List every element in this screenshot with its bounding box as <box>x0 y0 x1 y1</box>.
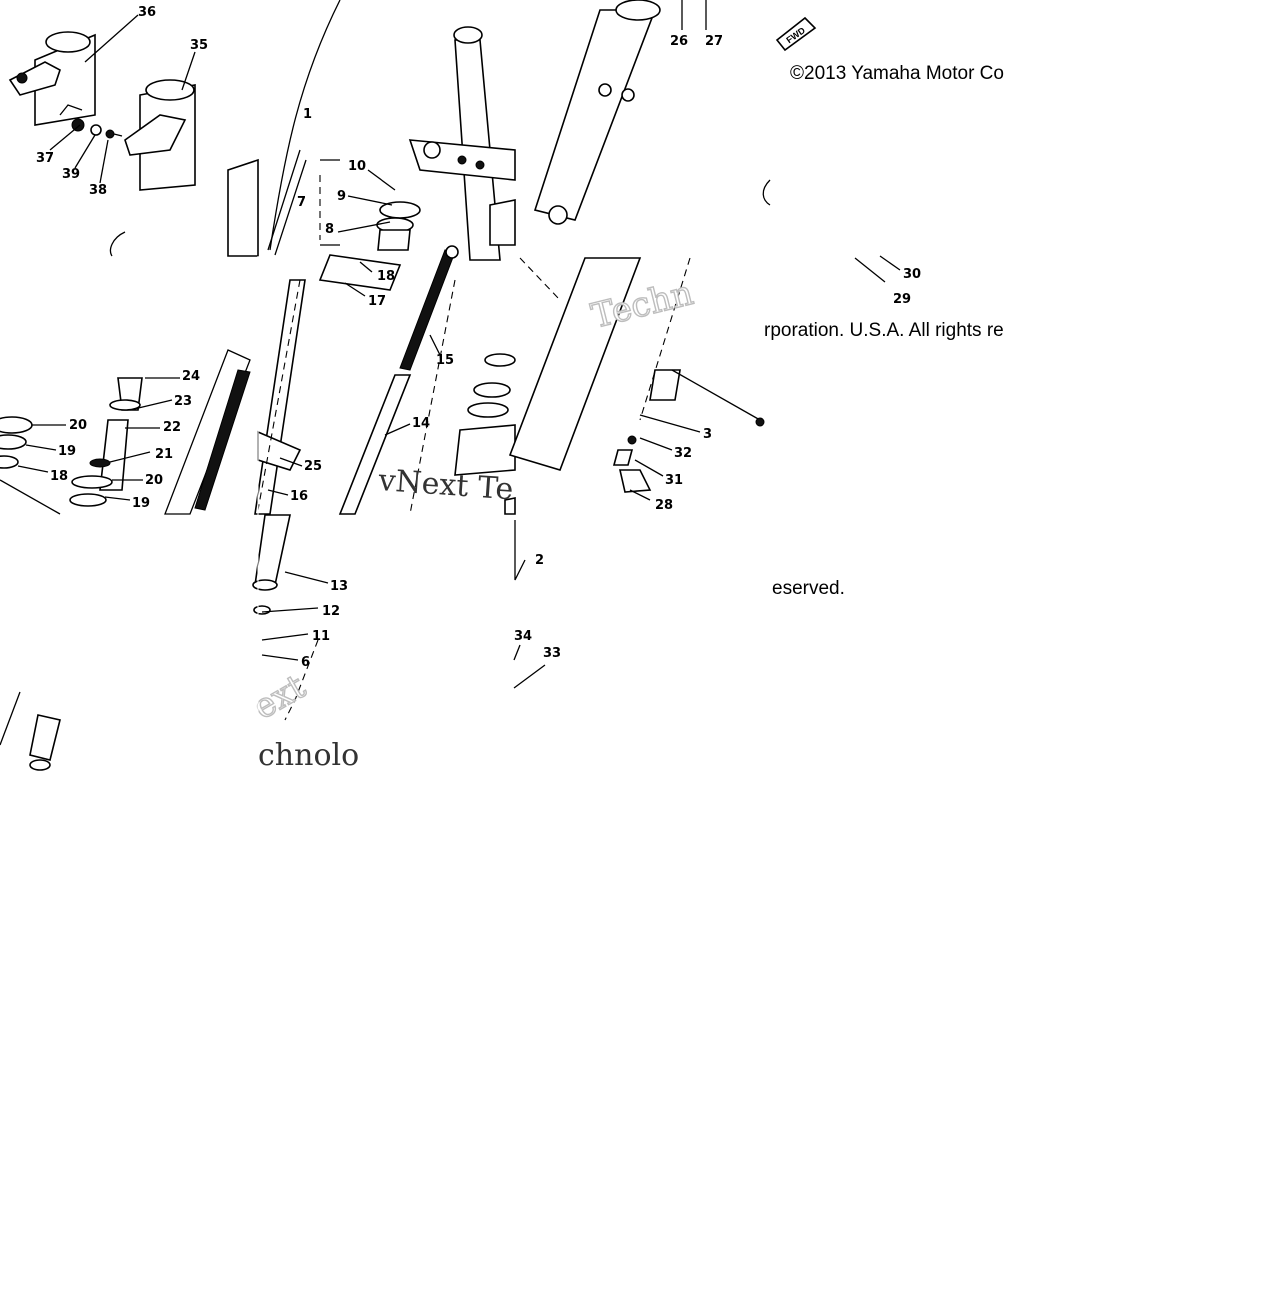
lower-right-edge <box>514 520 526 581</box>
drain-part <box>504 497 516 515</box>
cable-right <box>762 179 771 206</box>
callout-7: 7 <box>297 195 306 210</box>
callout-23: 23 <box>174 394 192 409</box>
callout-20: 20 <box>145 473 163 488</box>
bracket-ends-7 <box>320 159 340 246</box>
callout-37: 37 <box>36 151 54 166</box>
center-dash-1 <box>257 279 301 511</box>
fork-spring-center <box>399 245 459 371</box>
fwd-tag: FWD <box>775 16 817 52</box>
callout-18b: 18 <box>50 469 68 484</box>
callout-32: 32 <box>674 446 692 461</box>
watermark-piece-3: ext <box>247 667 313 728</box>
bracket-bolts <box>71 118 123 139</box>
headlight-bracket-left <box>8 31 96 126</box>
copyright-piece-1: ©2013 Yamaha Motor Co <box>790 63 1004 84</box>
callout-6: 6 <box>301 655 310 670</box>
copyright-piece-3: eserved. <box>772 578 845 599</box>
copyright-piece-2: rporation. U.S.A. All rights re <box>764 320 1004 341</box>
upper-bracket <box>408 139 516 181</box>
damper-rod-parts <box>69 377 143 507</box>
fork-tube-14 <box>338 374 412 515</box>
damper-rod-lower <box>252 514 291 615</box>
outline-1 <box>269 0 341 251</box>
fork-spring-left <box>164 349 251 515</box>
callout-26: 26 <box>670 34 688 49</box>
callout-21: 21 <box>155 447 173 462</box>
lower-dash <box>284 639 319 721</box>
seal-stack-center <box>454 353 516 476</box>
callout-31: 31 <box>665 473 683 488</box>
tube-dash <box>519 257 691 421</box>
callout-20b: 20 <box>69 418 87 433</box>
callout-36: 36 <box>138 5 156 20</box>
callout-28: 28 <box>655 498 673 513</box>
callout-22: 22 <box>163 420 181 435</box>
callout-33: 33 <box>543 646 561 661</box>
callout-9: 9 <box>337 189 346 204</box>
seal-rings-left <box>0 416 33 469</box>
axle-clamp <box>612 369 765 493</box>
callout-27: 27 <box>705 34 723 49</box>
callout-29: 29 <box>893 292 911 307</box>
leader-33-34 <box>513 644 546 689</box>
leader-29-30 <box>854 255 901 283</box>
fork-outer-tube-lower <box>508 257 642 471</box>
fork-outer-edge-left <box>227 158 259 257</box>
drain-bolt <box>0 691 61 771</box>
callout-30: 30 <box>903 267 921 282</box>
cable-segment <box>109 231 126 257</box>
fork-rings <box>376 201 421 251</box>
callout-35: 35 <box>190 38 208 53</box>
damper-rod-center <box>254 279 306 515</box>
callout-2: 2 <box>535 553 544 568</box>
watermark-piece-4: chnolo <box>258 738 359 773</box>
dust-seal <box>489 199 516 246</box>
callout-10: 10 <box>348 159 366 174</box>
callout-25: 25 <box>304 459 322 474</box>
headlight-bracket-right <box>124 79 196 191</box>
callout-3: 3 <box>703 427 712 442</box>
callout-38: 38 <box>89 183 107 198</box>
callout-1: 1 <box>303 107 312 122</box>
callout-12: 12 <box>322 604 340 619</box>
callout-34: 34 <box>514 629 532 644</box>
callout-13: 13 <box>330 579 348 594</box>
callout-16: 16 <box>290 489 308 504</box>
callout-8: 8 <box>325 222 334 237</box>
callout-24: 24 <box>182 369 200 384</box>
callout-39: 39 <box>62 167 80 182</box>
callout-19b: 19 <box>58 444 76 459</box>
callout-19: 19 <box>132 496 150 511</box>
center-dash-2 <box>409 279 456 515</box>
fork-outer-tube-right <box>533 0 661 225</box>
callout-18: 18 <box>377 269 395 284</box>
leader-bracket-1 <box>267 149 307 256</box>
callout-17: 17 <box>368 294 386 309</box>
callout-group: 36 35 37 39 38 1 10 9 7 8 18 17 26 27 30… <box>0 5 921 670</box>
callout-15: 15 <box>436 353 454 368</box>
under-bracket <box>318 254 402 291</box>
leader-26-27 <box>681 0 707 30</box>
callout-14: 14 <box>412 416 430 431</box>
callout-11: 11 <box>312 629 330 644</box>
